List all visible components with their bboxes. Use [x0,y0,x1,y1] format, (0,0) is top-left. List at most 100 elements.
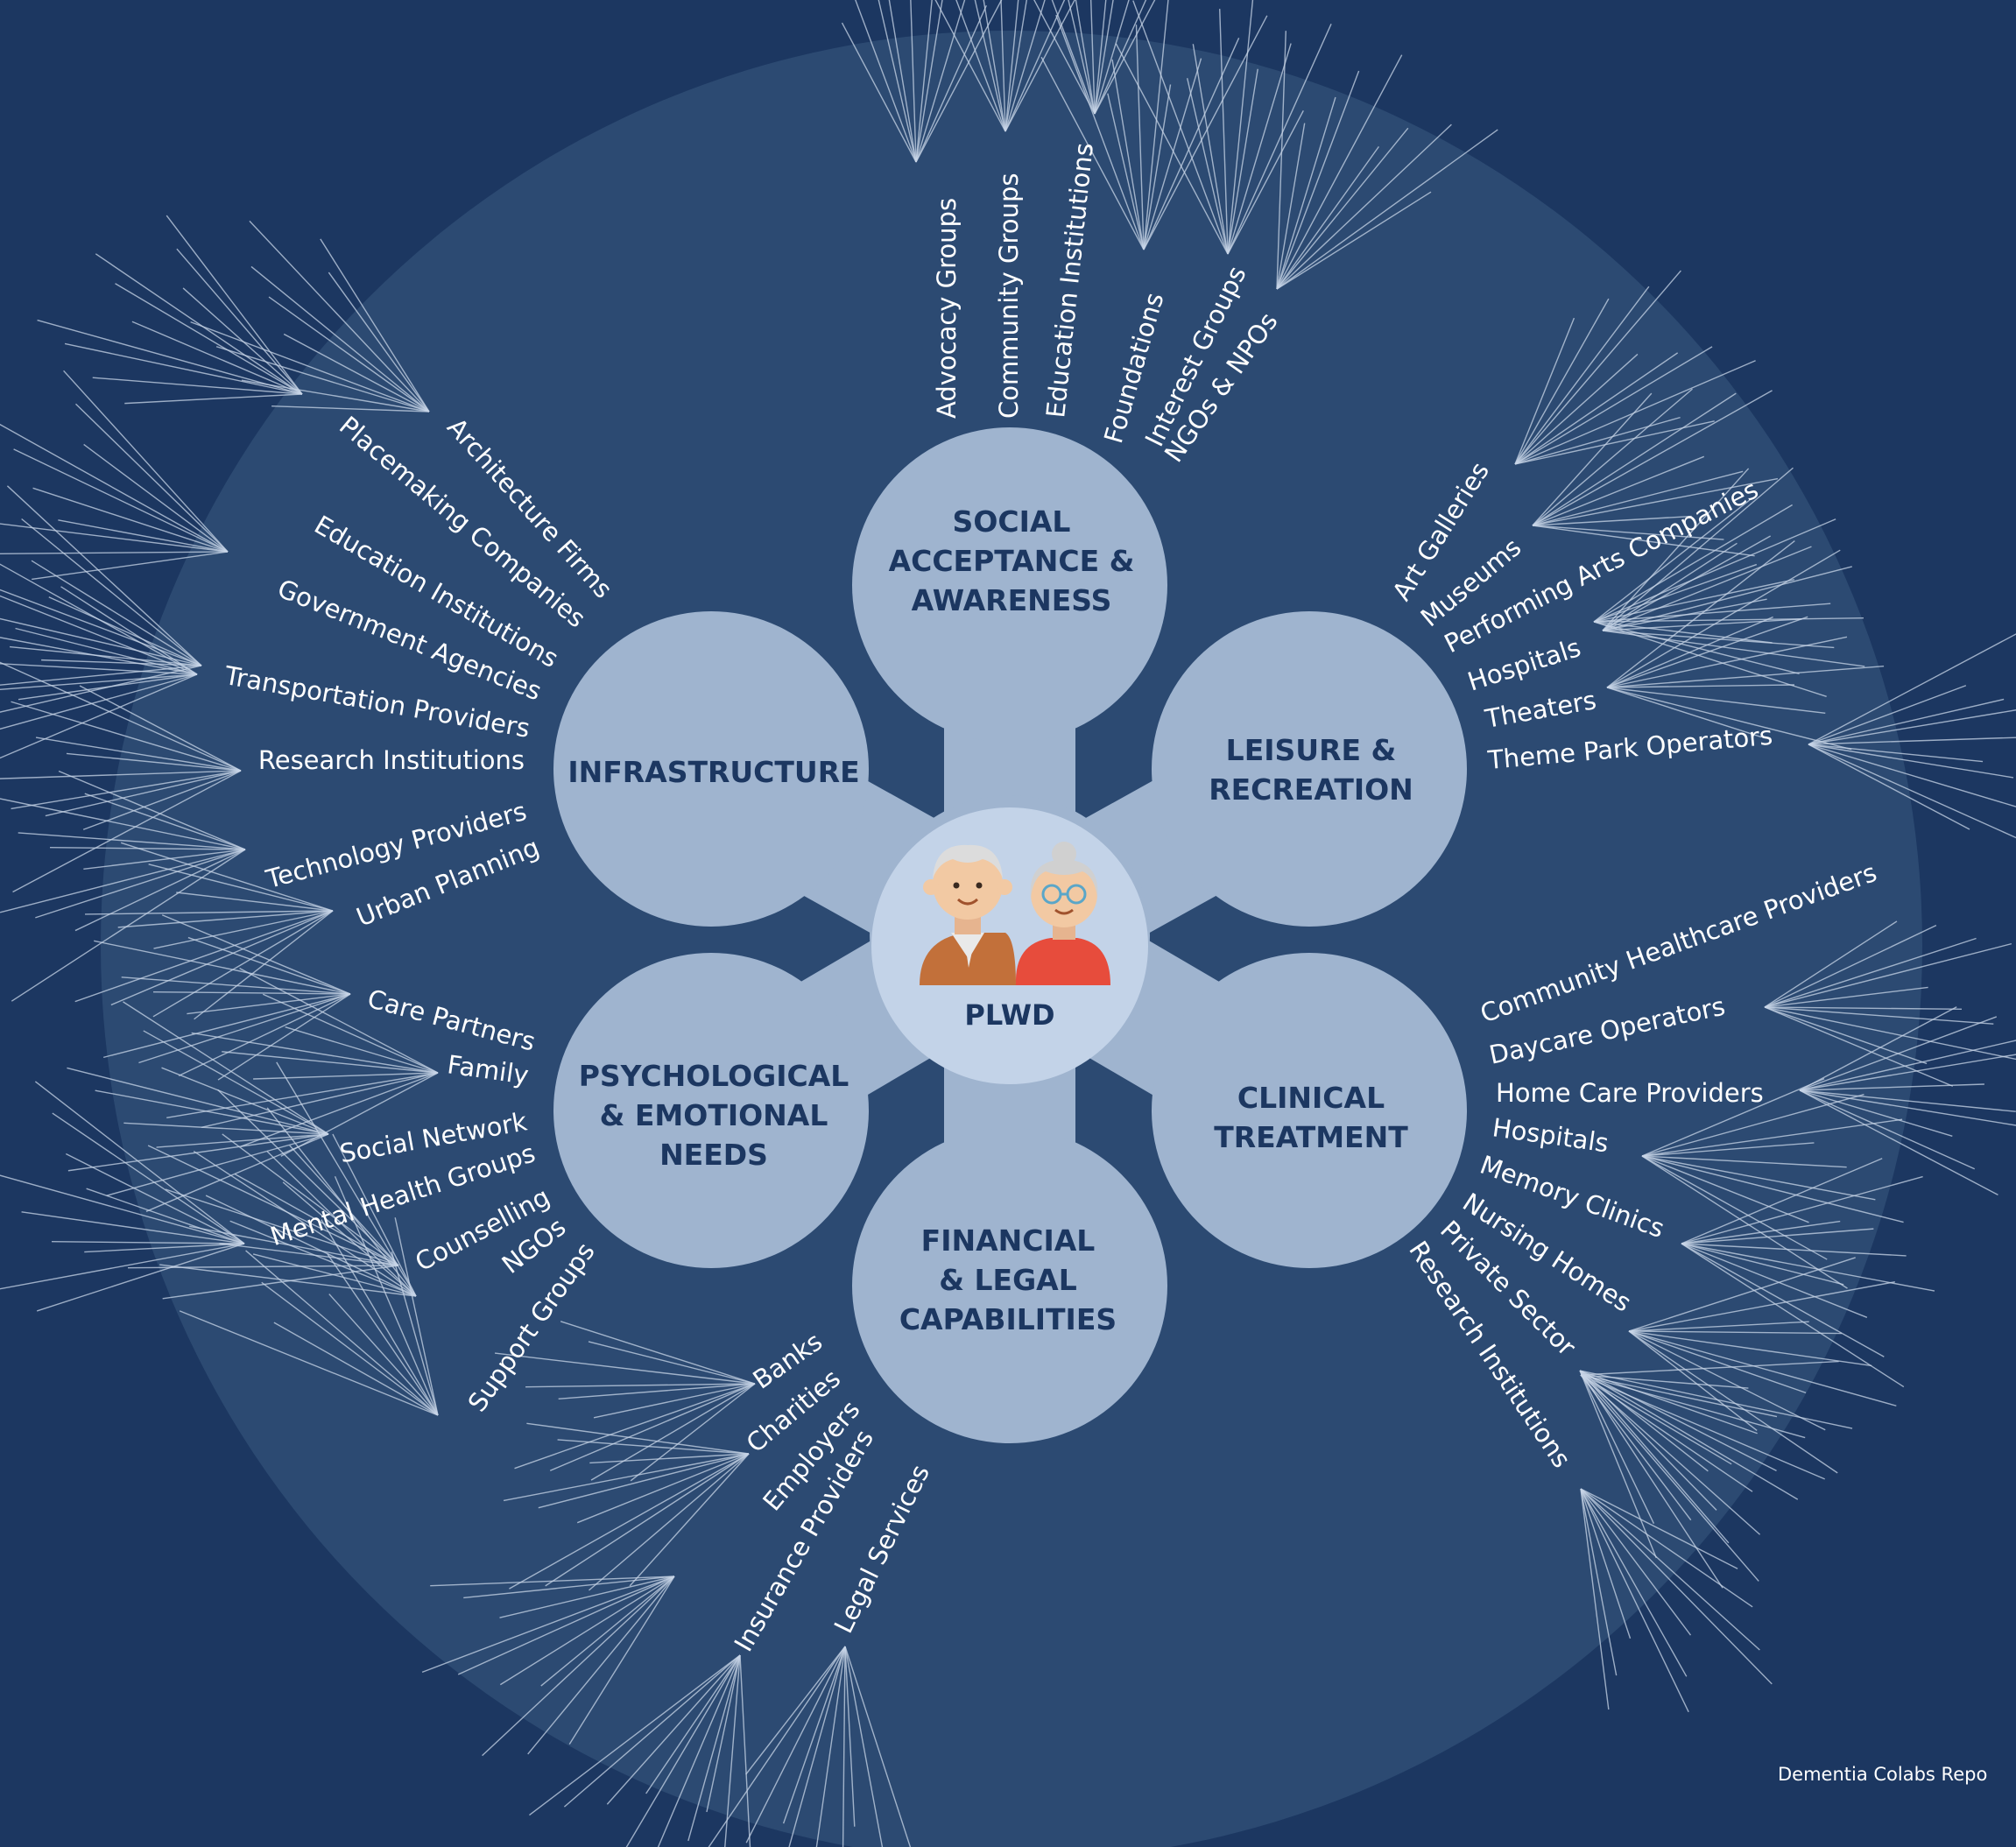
connector-line [1641,1155,1847,1168]
connector-line [1532,515,1692,526]
connector-line [1681,1243,1885,1357]
connector-line [1004,0,1066,132]
connector-line [1532,477,1779,526]
connector-line [1580,1488,1689,1713]
connector-line [156,1133,329,1148]
connector-line [1799,1083,1984,1091]
connector-line [0,665,202,686]
connector-line [1107,93,1145,250]
connector-line [1580,1488,1692,1636]
connector-line [1514,416,1681,465]
connector-line [11,849,246,1002]
connector-line [782,1646,846,1824]
connector-line [121,976,351,995]
connector-line [1799,1089,1976,1170]
connector-line [549,1383,756,1471]
connector-line [35,849,246,919]
connector-line [1579,1370,1717,1511]
connector-line [1094,0,1156,115]
connector-line [12,770,242,893]
connector-line [1764,1006,1928,1065]
connector-line [563,1654,741,1808]
connector-line [159,1264,417,1297]
hub-title-social-line-0: SOCIAL [953,504,1071,539]
connector-line [1111,59,1145,250]
connector-line [1514,298,1610,465]
elderly-couple-icon [920,842,1110,985]
connector-line [0,637,198,675]
connector-line [1681,1220,1841,1244]
connector-line [245,1250,439,1416]
connector-line [589,1453,750,1464]
connector-line [1094,0,1147,115]
connector-line [0,663,198,675]
connector-line [1606,687,1826,714]
connector-line [1579,1370,1758,1435]
connector-line [915,0,943,163]
hub-social [852,427,1167,743]
connector-line [558,1383,756,1399]
connector-line [240,1072,439,1147]
connector-line [1628,1330,1842,1335]
connector-line [529,1654,741,1816]
connector-line [1004,0,1028,132]
hub-title-financial-line-0: FINANCIAL [921,1223,1096,1258]
connector-line [0,423,229,553]
connector-line [1579,1370,1723,1589]
hub-title-financial-line-1: & LEGAL [939,1263,1077,1297]
connector-line [252,1253,417,1297]
connector-line [1593,499,1751,623]
connector-line [222,1133,399,1266]
connector-line [120,842,334,912]
connector-line [1094,0,1114,115]
stakeholder-label-social: Advocacy Groups [932,198,962,419]
connector-line [334,1175,439,1416]
connector-line [1628,1330,1758,1431]
connector-line [84,793,246,850]
connector-line [268,296,430,412]
connector-line [131,321,303,395]
connector-line [1628,1321,1809,1332]
connector-line [915,0,966,163]
connector-line [1628,1330,1807,1394]
connector-line [1580,1488,1618,1676]
connector-line [187,993,351,1015]
connector-line [1606,684,1794,688]
connector-line [687,1654,741,1842]
connector-line [0,673,198,759]
connector-line [421,1576,675,1674]
center-label: PLWD [964,998,1054,1032]
connector-line [1579,1370,1730,1544]
connector-line [194,910,334,1020]
connector-line [1276,145,1379,290]
connector-line [788,1646,846,1847]
hub-financial [852,1128,1167,1443]
connector-line [205,1195,417,1297]
connector-line [1681,1243,1844,1286]
hub-title-clinical-line-0: CLINICAL [1237,1081,1385,1115]
connector-line [1681,1243,1905,1388]
connector-line [45,770,242,817]
connector-line [21,1211,245,1244]
connector-line [1681,1243,1868,1318]
connector-line [0,1174,245,1244]
connector-line [1532,388,1693,526]
connector-line [630,1383,756,1482]
connector-line [1593,621,1800,675]
connector-line [1532,455,1705,526]
connector-line [1628,1281,1895,1332]
connector-line [1532,392,1737,526]
connector-line [540,1576,675,1687]
connector-line [187,936,351,995]
connector-line [0,849,246,913]
connector-line [844,1646,856,1827]
connector-line [1799,1089,1998,1196]
connector-line [1532,525,1755,557]
connector-line [1514,360,1756,465]
connector-line [285,1026,439,1074]
connector-line [1227,43,1292,255]
connector-line [215,346,430,412]
connector-line [161,914,351,995]
connector-line [538,1453,750,1509]
connector-line [1227,68,1258,255]
